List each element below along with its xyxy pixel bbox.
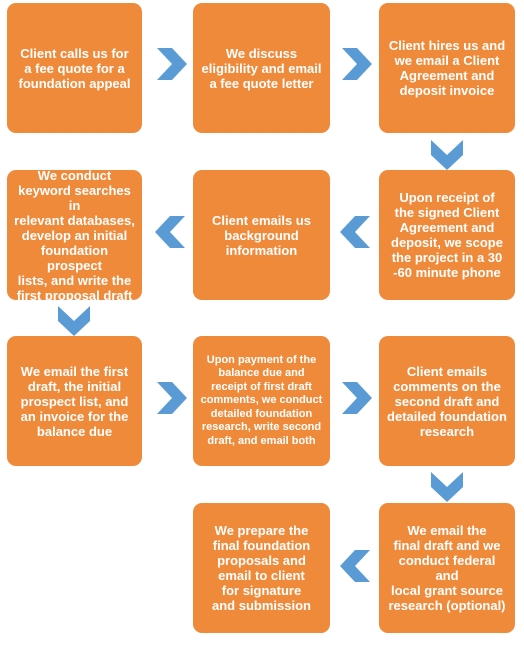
- arrow-right-icon: [338, 380, 374, 416]
- step-7-box: We email the first draft, the initial pr…: [7, 336, 142, 466]
- step-6-text: We conduct keyword searches in relevant …: [14, 167, 135, 303]
- step-2-box: We discuss eligibility and email a fee q…: [193, 3, 330, 133]
- arrow-right-icon: [153, 46, 189, 82]
- step-10-box: We email the final draft and we conduct …: [379, 503, 515, 633]
- step-10-text: We email the final draft and we conduct …: [388, 523, 506, 613]
- step-8-box: Upon payment of the balance due and rece…: [193, 336, 330, 466]
- step-3-box: Client hires us and we email a Client Ag…: [379, 3, 515, 133]
- step-2-text: We discuss eligibility and email a fee q…: [201, 45, 322, 91]
- arrow-left-icon: [153, 214, 189, 250]
- arrow-down-icon: [429, 468, 465, 504]
- arrow-left-icon: [338, 214, 374, 250]
- step-4-text: Upon receipt of the signed Client Agreem…: [391, 190, 503, 280]
- arrow-right-icon: [338, 46, 374, 82]
- step-11-box: We prepare the final foundation proposal…: [193, 503, 330, 633]
- arrow-down-icon: [56, 302, 92, 338]
- step-4-box: Upon receipt of the signed Client Agreem…: [379, 170, 515, 300]
- step-6-box: We conduct keyword searches in relevant …: [7, 167, 142, 303]
- step-9-text: Client emails comments on the second dra…: [387, 363, 507, 439]
- arrow-right-icon: [153, 380, 189, 416]
- step-1-box: Client calls us for a fee quote for a fo…: [7, 3, 142, 133]
- step-7-text: We email the first draft, the initial pr…: [20, 363, 129, 439]
- step-3-text: Client hires us and we email a Client Ag…: [388, 38, 506, 98]
- arrow-left-icon: [338, 548, 374, 584]
- step-5-box: Client emails us background information: [193, 170, 330, 300]
- step-8-text: Upon payment of the balance due and rece…: [200, 353, 323, 447]
- arrow-down-icon: [429, 136, 465, 172]
- step-5-text: Client emails us background information: [212, 212, 311, 258]
- step-9-box: Client emails comments on the second dra…: [379, 336, 515, 466]
- step-11-text: We prepare the final foundation proposal…: [212, 523, 311, 613]
- step-1-text: Client calls us for a fee quote for a fo…: [18, 45, 131, 91]
